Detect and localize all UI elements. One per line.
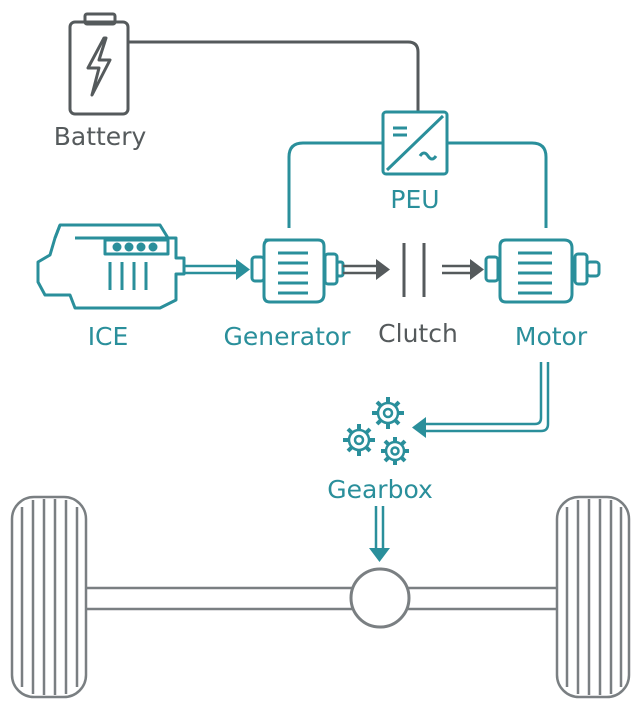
- ice-label: ICE: [88, 322, 129, 351]
- ice-to-generator-arrow: [184, 259, 250, 280]
- motor-icon: [484, 238, 601, 304]
- wheel-icon: [10, 495, 88, 699]
- battery-peu-wire: [128, 40, 420, 112]
- generator-to-clutch-arrow: [343, 259, 390, 280]
- gearbox-icon: [343, 397, 409, 465]
- motor-to-gearbox-arrow: [412, 362, 550, 438]
- motor-label: Motor: [515, 322, 588, 351]
- peu-converter-icon: [381, 110, 449, 176]
- gearbox-label: Gearbox: [327, 475, 433, 504]
- clutch-icon: [402, 243, 426, 297]
- differential-icon: [349, 567, 411, 629]
- gearbox-to-axle-arrow: [369, 506, 390, 562]
- peu-label: PEU: [390, 185, 439, 214]
- wheel-icon: [555, 495, 631, 699]
- generator-icon: [250, 238, 345, 304]
- rear-axle: [86, 586, 557, 611]
- generator-label: Generator: [224, 322, 352, 351]
- peu-generator-wire: [287, 141, 383, 228]
- clutch-label: Clutch: [378, 319, 458, 348]
- battery-icon: [68, 12, 130, 116]
- peu-motor-wire: [447, 141, 548, 228]
- clutch-to-motor-arrow: [442, 259, 484, 280]
- engine-icon: [36, 223, 186, 310]
- battery-label: Battery: [54, 122, 147, 151]
